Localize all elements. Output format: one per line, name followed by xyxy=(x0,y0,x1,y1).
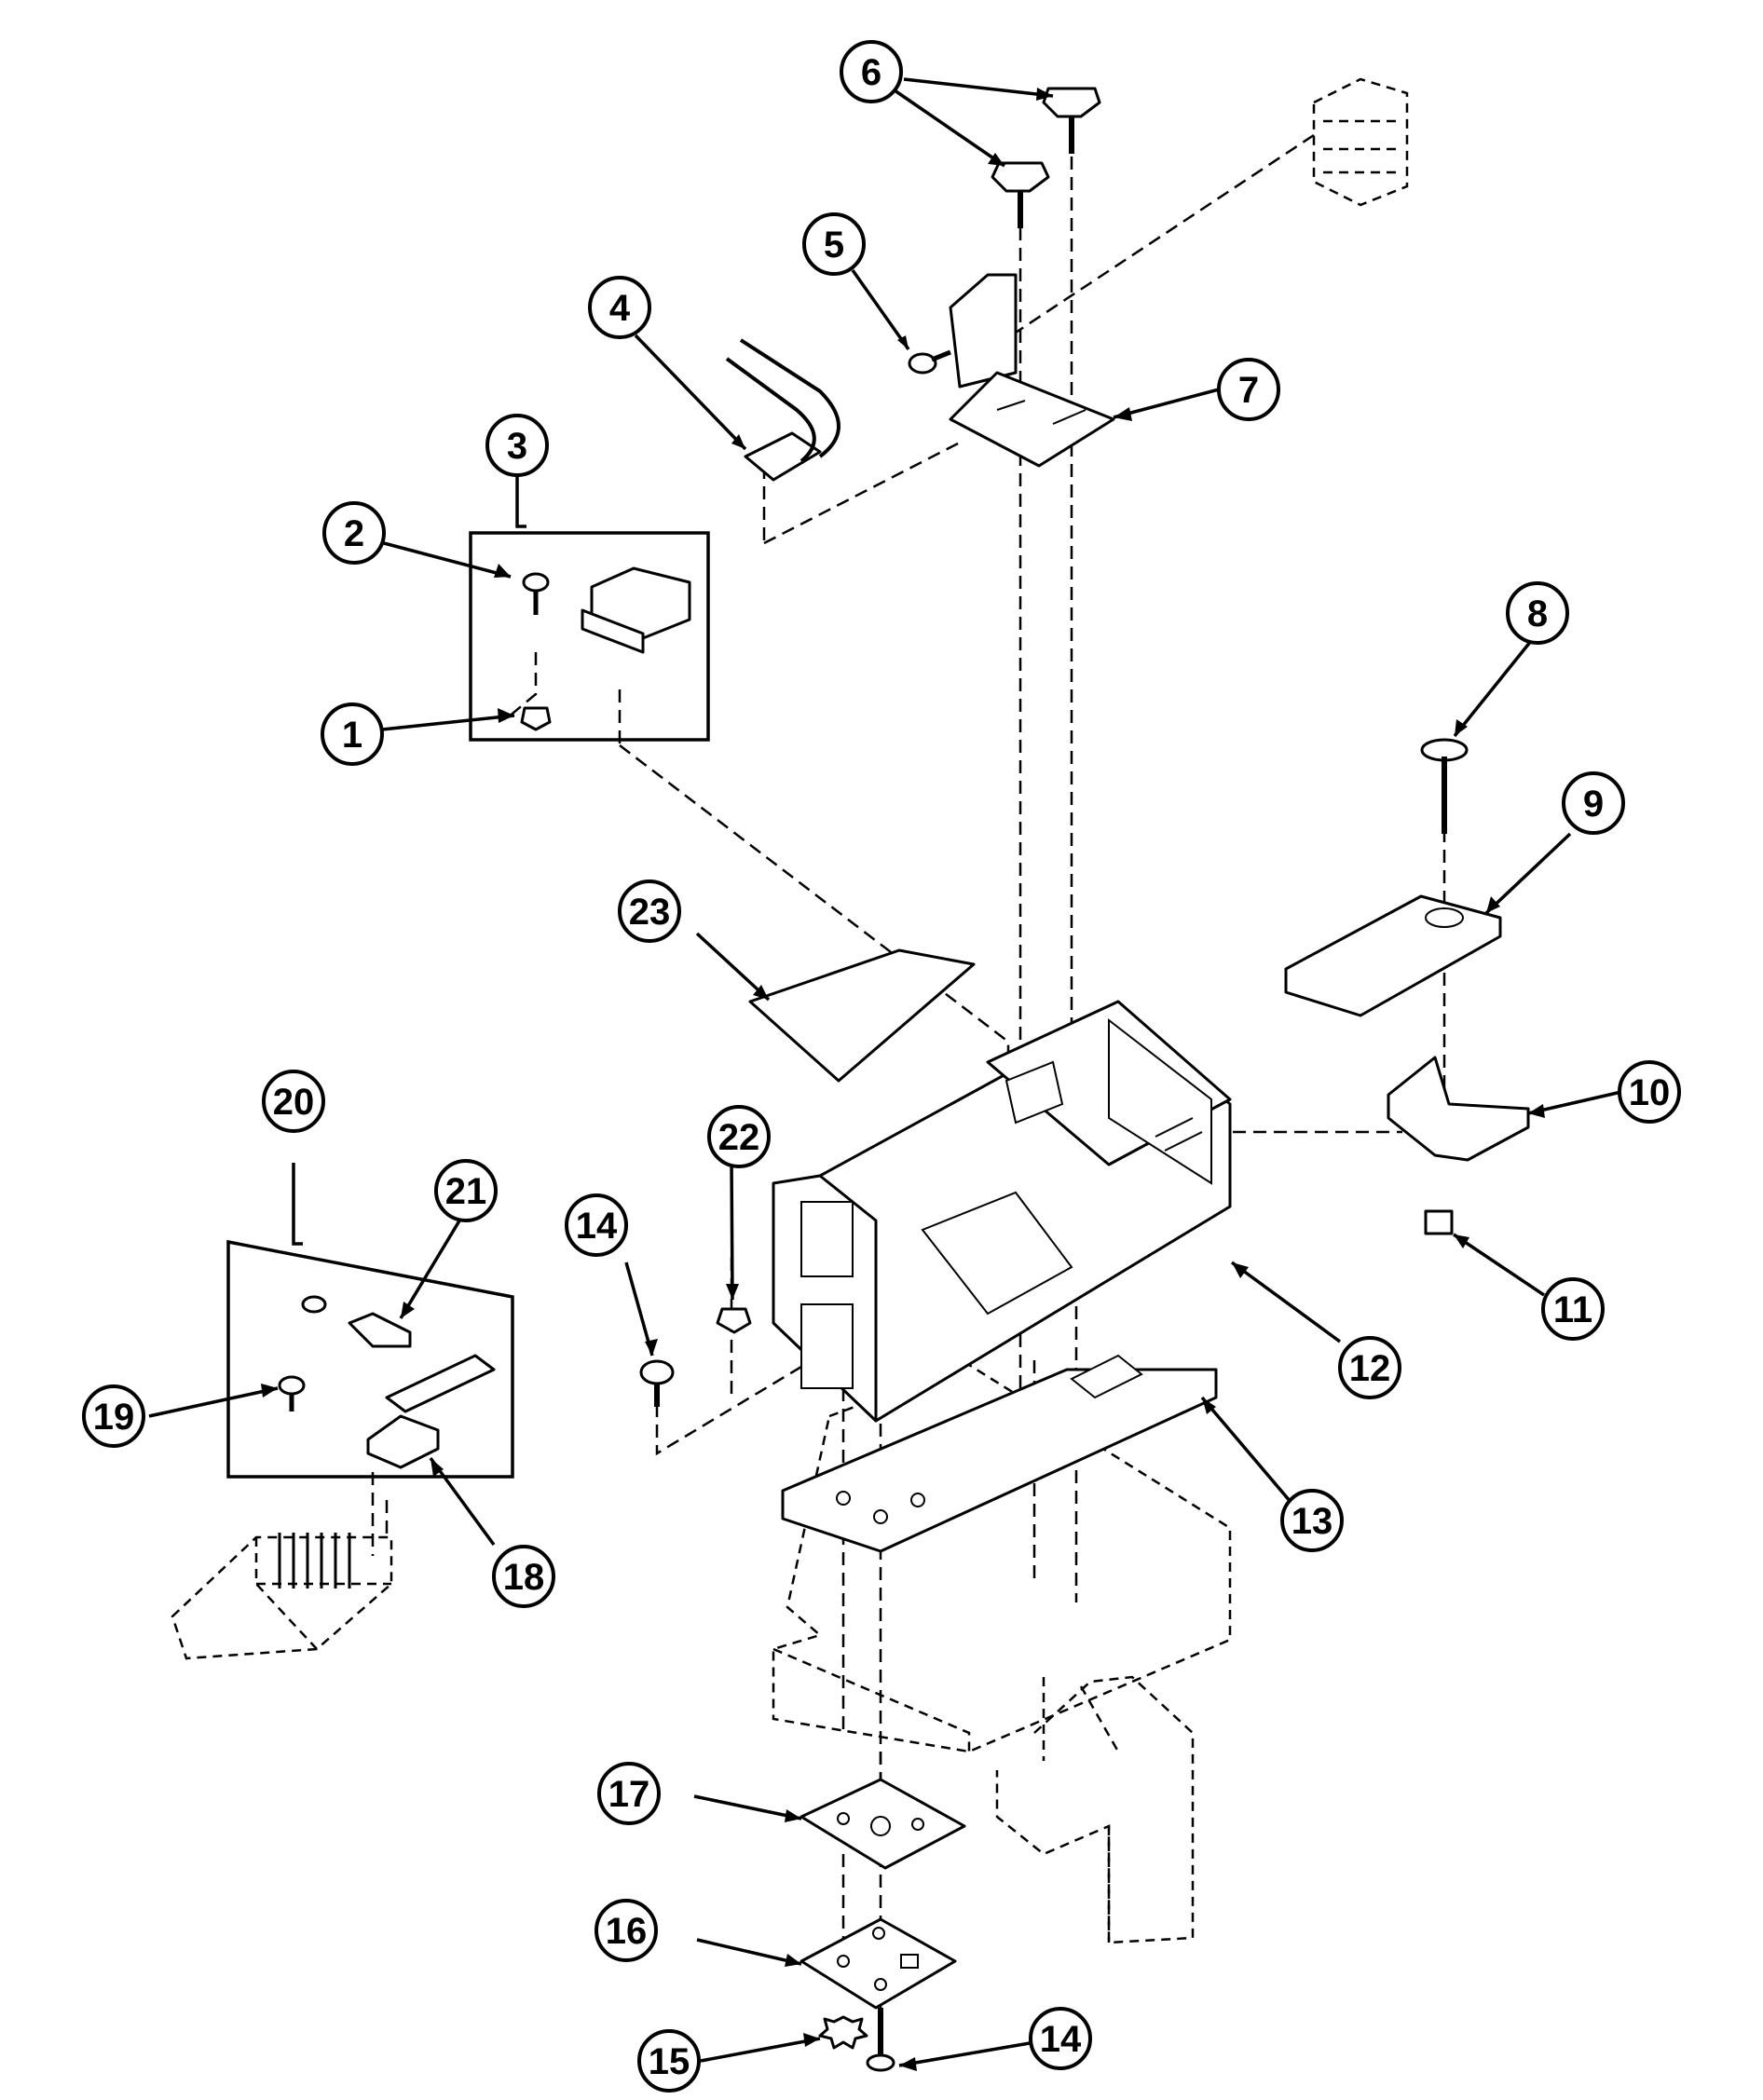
svg-text:13: 13 xyxy=(1292,1501,1333,1542)
svg-text:18: 18 xyxy=(503,1557,545,1598)
callout-12: 12 xyxy=(1338,1336,1401,1399)
leader-lines xyxy=(148,77,1622,2067)
svg-text:15: 15 xyxy=(649,2041,690,2082)
callout-13: 13 xyxy=(1280,1489,1344,1552)
washer-15 xyxy=(818,2015,868,2050)
svg-text:12: 12 xyxy=(1349,1348,1391,1389)
svg-text:14: 14 xyxy=(1040,2019,1082,2060)
plate-16 xyxy=(800,1917,957,2010)
svg-text:20: 20 xyxy=(273,1082,315,1123)
svg-text:5: 5 xyxy=(824,225,844,266)
assembly-guide-lines xyxy=(371,133,1446,2008)
callout-23: 23 xyxy=(618,880,681,943)
callout-9: 9 xyxy=(1562,771,1625,835)
svg-text:6: 6 xyxy=(861,52,882,93)
phantom-timer-part xyxy=(1312,77,1409,207)
svg-text:14: 14 xyxy=(576,1206,618,1247)
nut-11 xyxy=(1424,1209,1454,1235)
phantom-lower-part xyxy=(171,1533,393,1660)
callout-5: 5 xyxy=(802,212,866,276)
screw-2 xyxy=(522,572,550,615)
svg-text:2: 2 xyxy=(344,513,364,554)
svg-text:22: 22 xyxy=(718,1117,760,1158)
callout-18: 18 xyxy=(492,1545,555,1608)
svg-text:21: 21 xyxy=(445,1171,487,1212)
callout-16: 16 xyxy=(594,1899,658,1962)
callout-14-upper: 14 xyxy=(565,1193,628,1257)
callout-3: 3 xyxy=(485,414,549,477)
svg-text:8: 8 xyxy=(1527,593,1548,634)
callout-11: 11 xyxy=(1541,1277,1605,1341)
nut-1 xyxy=(520,706,552,731)
screw-19 xyxy=(278,1375,306,1411)
bolt-14b xyxy=(866,2008,895,2072)
base-plate xyxy=(781,1354,1218,1553)
part-3-box xyxy=(469,531,710,742)
cover-plate xyxy=(1284,894,1502,1017)
label-23 xyxy=(748,948,976,1083)
callout-10: 10 xyxy=(1618,1060,1681,1124)
svg-text:4: 4 xyxy=(609,288,631,329)
callout-19: 19 xyxy=(82,1384,145,1448)
mounting-bracket-7 xyxy=(949,273,1115,468)
svg-text:23: 23 xyxy=(629,892,671,933)
switch-3 xyxy=(581,566,691,654)
bolt-6a xyxy=(1042,87,1101,154)
callout-6: 6 xyxy=(840,40,903,103)
callout-20: 20 xyxy=(262,1070,325,1133)
callout-22: 22 xyxy=(707,1105,771,1168)
callout-1: 1 xyxy=(321,702,384,766)
screw-5 xyxy=(908,349,951,375)
bolt-6b xyxy=(991,161,1050,228)
svg-text:1: 1 xyxy=(342,715,362,756)
svg-text:10: 10 xyxy=(1629,1072,1671,1113)
gasket-17 xyxy=(800,1778,966,1870)
connector-4 xyxy=(725,338,840,482)
svg-text:16: 16 xyxy=(606,1911,648,1952)
bolt-14a xyxy=(639,1359,675,1407)
callout-21: 21 xyxy=(434,1159,498,1222)
nut-22 xyxy=(716,1307,752,1334)
callout-7: 7 xyxy=(1217,358,1280,421)
callout-15: 15 xyxy=(637,2029,701,2093)
callout-14-lower: 14 xyxy=(1029,2007,1092,2070)
svg-text:11: 11 xyxy=(1553,1289,1592,1330)
clip-21 xyxy=(301,1295,412,1348)
svg-text:9: 9 xyxy=(1583,784,1604,825)
callout-17: 17 xyxy=(597,1762,661,1825)
bracket-10 xyxy=(1387,1056,1530,1162)
svg-text:17: 17 xyxy=(608,1774,650,1815)
main-housing xyxy=(772,1000,1232,1423)
arrowheads xyxy=(261,88,1545,2071)
callout-8: 8 xyxy=(1506,581,1569,645)
callout-4: 4 xyxy=(588,276,651,339)
svg-text:19: 19 xyxy=(93,1397,135,1438)
bracket-18 xyxy=(366,1354,496,1469)
svg-text:3: 3 xyxy=(507,426,527,467)
svg-text:7: 7 xyxy=(1238,370,1259,411)
screw-8 xyxy=(1420,738,1469,834)
callout-2: 2 xyxy=(322,501,386,565)
